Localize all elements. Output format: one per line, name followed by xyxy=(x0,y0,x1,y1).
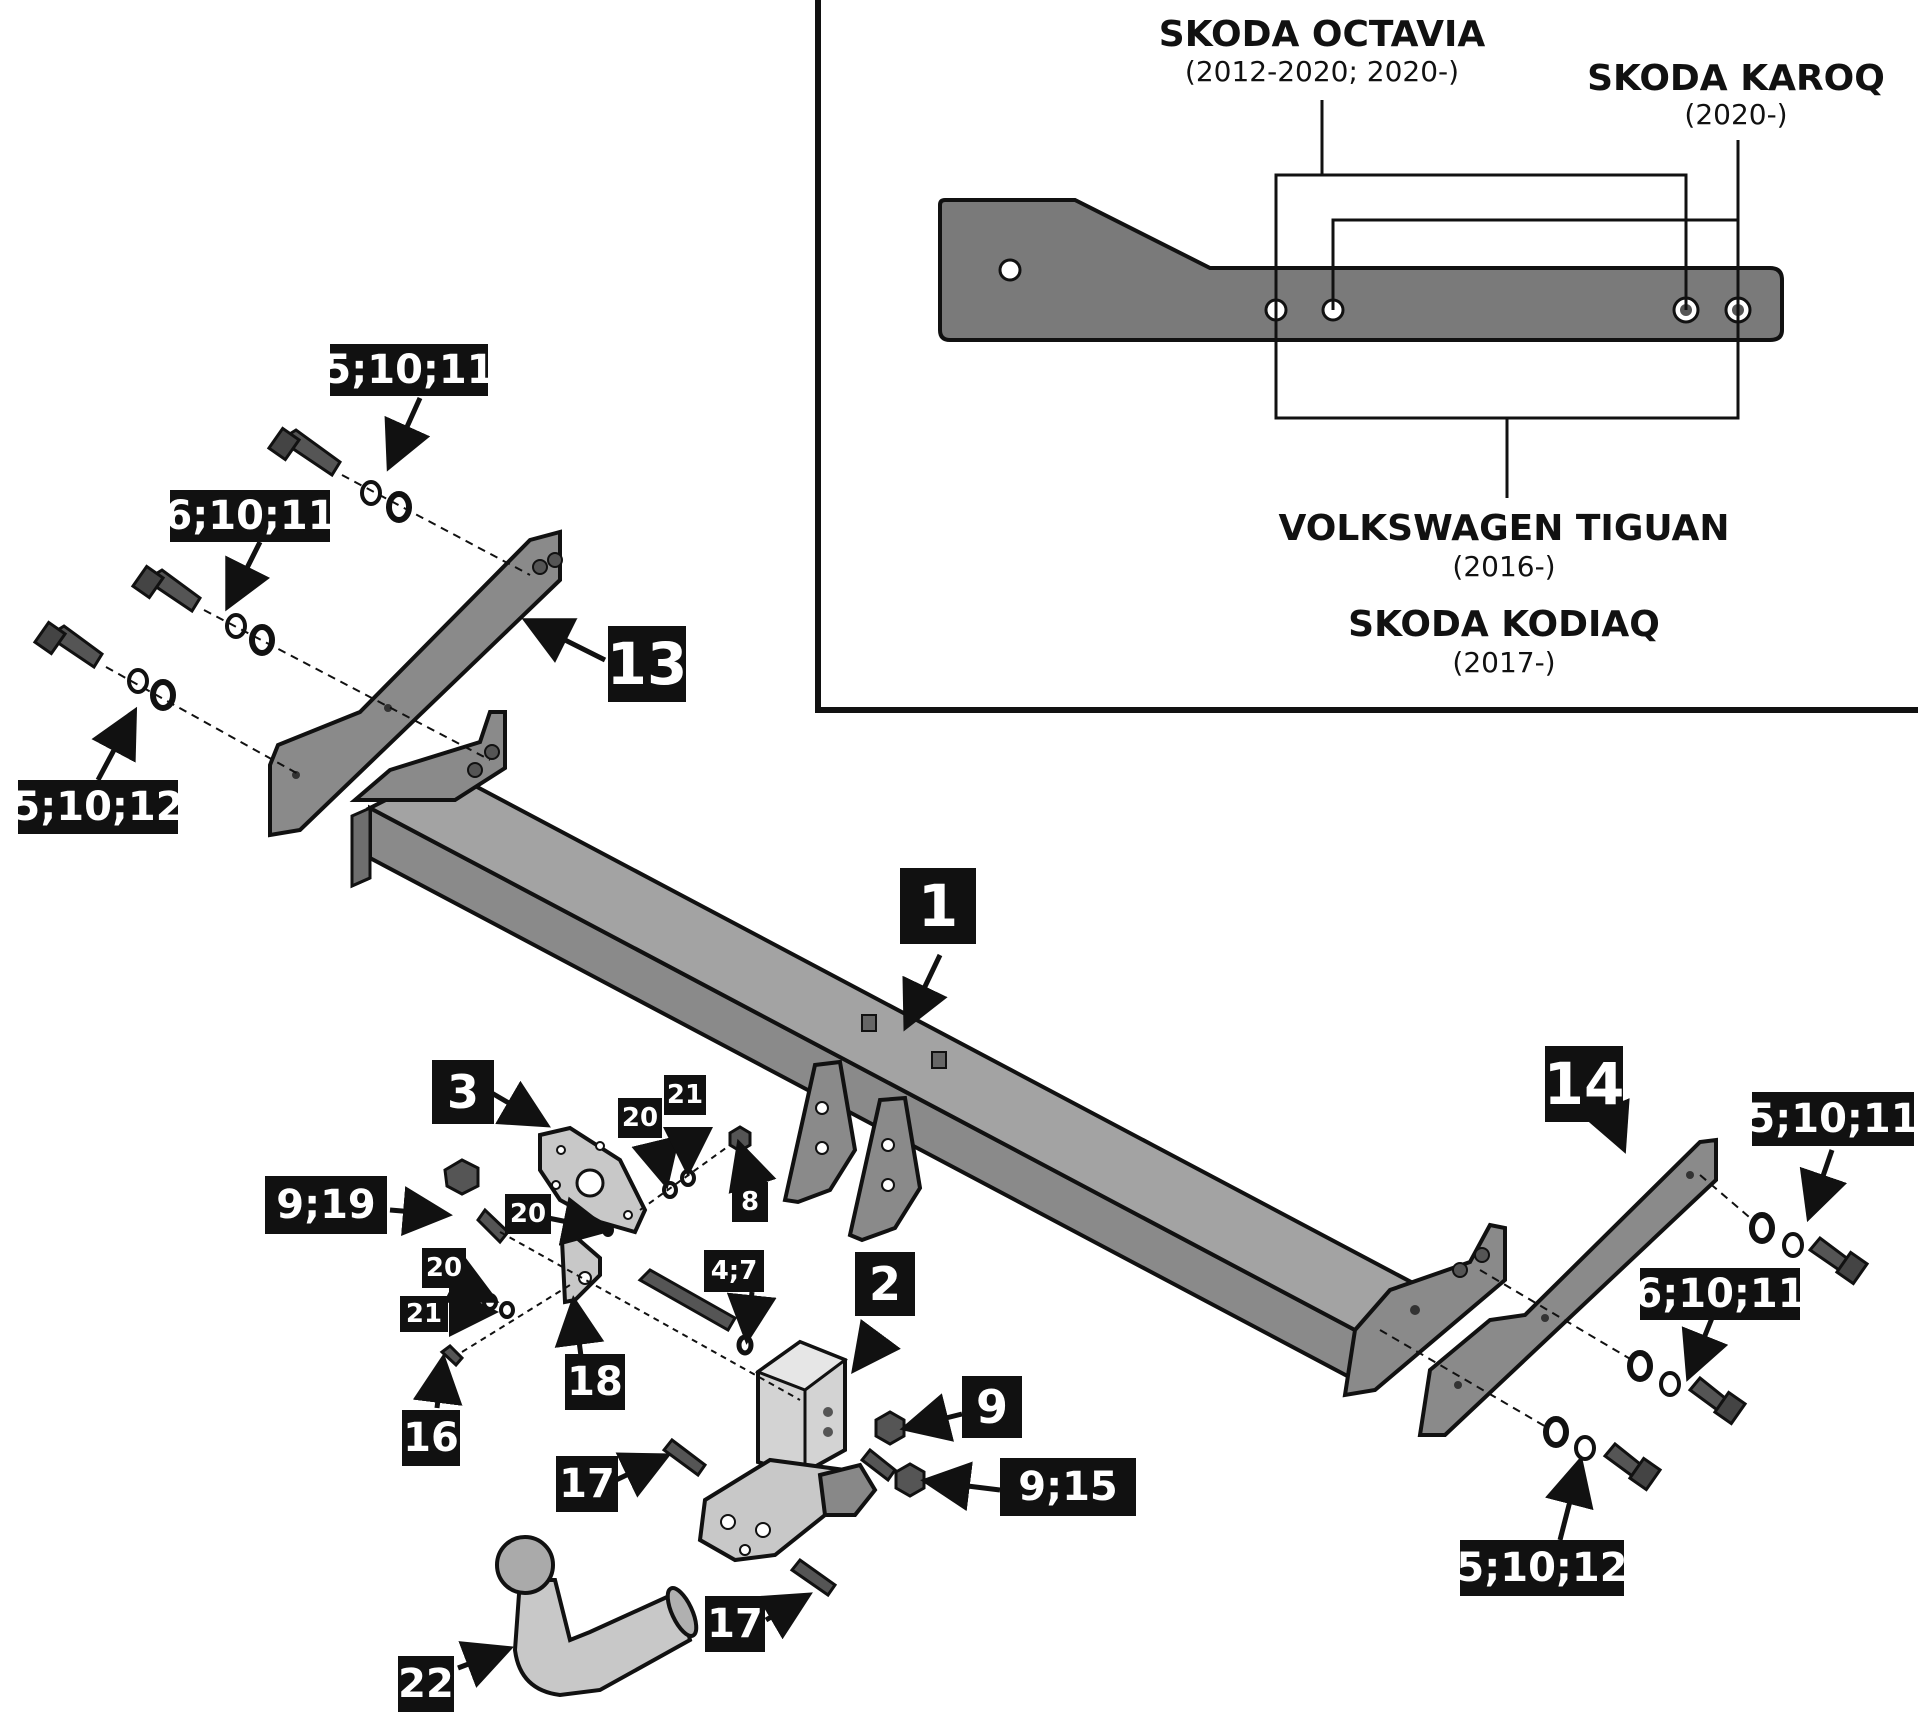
callout-1: 1 xyxy=(900,868,976,944)
right-bolt-set xyxy=(1379,1174,1870,1492)
callout-right-6-10-11: 6;10;11 xyxy=(1634,1268,1806,1320)
callout-8: 8 xyxy=(732,1182,768,1222)
callout-20-lower: 20 xyxy=(422,1248,466,1288)
side-bracket-left xyxy=(268,529,563,838)
callout-9: 9 xyxy=(962,1376,1022,1438)
callout-18: 18 xyxy=(565,1354,625,1410)
hitch-housing xyxy=(697,1339,878,1563)
callout-21-lower: 21 xyxy=(400,1296,448,1332)
model-karoq-years: (2020-) xyxy=(1684,98,1788,131)
callout-21-top: 21 xyxy=(664,1075,706,1115)
callout-3: 3 xyxy=(432,1060,494,1124)
callout-17-lower: 17 xyxy=(705,1596,765,1652)
callout-20-top: 20 xyxy=(618,1098,662,1138)
callout-17-upper: 17 xyxy=(556,1456,618,1512)
callout-arrows xyxy=(91,396,1848,1688)
callout-16: 16 xyxy=(402,1410,460,1466)
callout-right-5-10-12: 5;10;12 xyxy=(1456,1540,1628,1596)
left-bolt-set xyxy=(32,426,531,776)
model-octavia-years: (2012-2020; 2020-) xyxy=(1184,55,1460,88)
callout-2: 2 xyxy=(855,1252,915,1316)
callout-13: 13 xyxy=(607,626,687,702)
callout-9-15: 9;15 xyxy=(1000,1458,1136,1516)
side-bracket-right xyxy=(1417,1137,1718,1437)
bolt-icon xyxy=(266,426,343,478)
callout-22: 22 xyxy=(398,1656,454,1712)
tow-ball-neck xyxy=(495,1535,699,1698)
socket-plate xyxy=(538,1125,648,1235)
callout-left-6-10-11: 6;10;11 xyxy=(164,490,336,542)
callout-left-5-10-11: 5;10;11 xyxy=(323,344,495,396)
bracket-18 xyxy=(559,1229,602,1305)
callout-left-5-10-12: 5;10;12 xyxy=(12,780,184,834)
model-kodiaq-name: SKODA KODIAQ xyxy=(1348,604,1660,645)
main-crossbar xyxy=(349,710,1507,1398)
model-tiguan-years: (2016-) xyxy=(1452,550,1556,583)
model-tiguan-name: VOLKSWAGEN TIGUAN xyxy=(1278,508,1730,549)
callout-right-5-10-11: 5;10;11 xyxy=(1747,1092,1918,1146)
model-octavia-name: SKODA OCTAVIA xyxy=(1158,14,1486,55)
callout-4-7: 4;7 xyxy=(704,1250,764,1292)
model-karoq-name: SKODA KAROQ xyxy=(1587,58,1885,99)
callout-9-19: 9;19 xyxy=(265,1176,387,1234)
vehicle-hole-inset xyxy=(815,0,1918,713)
bolt-icon xyxy=(130,564,203,614)
callout-14: 14 xyxy=(1544,1046,1624,1122)
callout-20-middle: 20 xyxy=(505,1194,551,1234)
inset-bracket-plate xyxy=(938,198,1784,342)
model-kodiaq-years: (2017-) xyxy=(1452,646,1556,679)
bolt-icon xyxy=(32,620,105,670)
